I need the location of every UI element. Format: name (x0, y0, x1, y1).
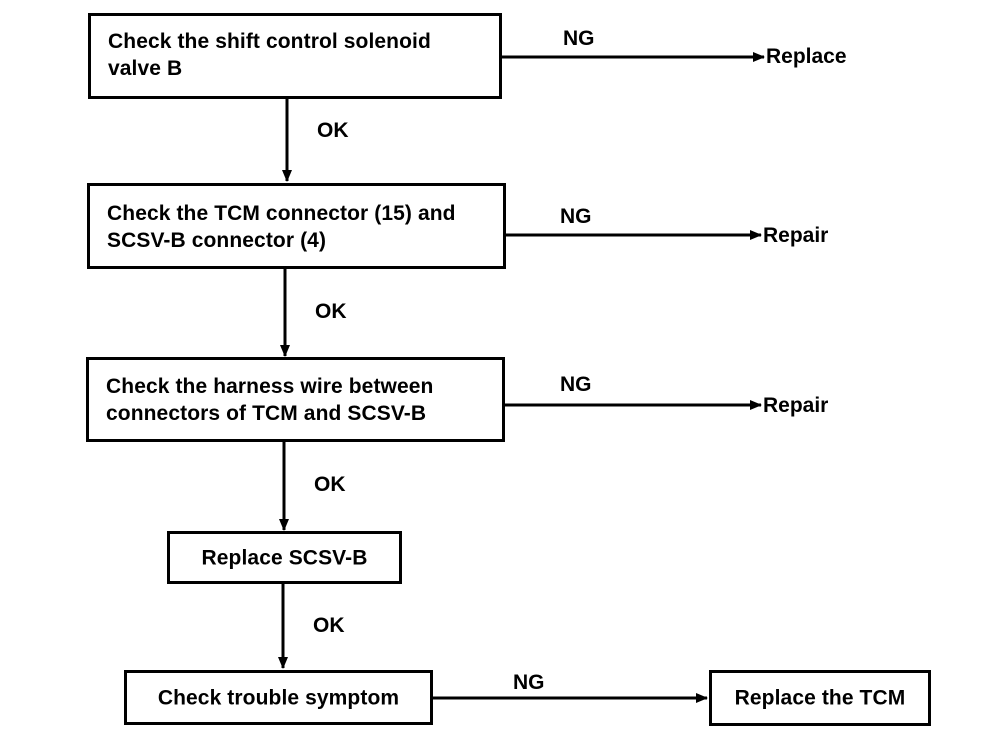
step-box-5: Check trouble symptom (124, 670, 433, 725)
step-box-3: Check the harness wire between connector… (86, 357, 505, 442)
step-box-4: Replace SCSV-B (167, 531, 402, 584)
outcome-1-label: Replace (766, 45, 847, 68)
ok-label-2: OK (315, 300, 347, 323)
step-4-text: Replace SCSV-B (201, 546, 368, 569)
ng-label-4: NG (513, 671, 545, 694)
outcome-2-label: Repair (763, 224, 829, 247)
step-3-line-1: Check the harness wire between (106, 375, 434, 398)
ng-label-1: NG (563, 27, 595, 50)
step-2-line-2: SCSV-B connector (4) (107, 229, 327, 252)
step-1-line-1: Check the shift control solenoid (108, 30, 431, 53)
ng-label-3: NG (560, 373, 592, 396)
step-box-1: Check the shift control solenoid valve B (88, 13, 502, 99)
ok-label-4: OK (313, 614, 345, 637)
outcome-box-4: Replace the TCM (709, 670, 931, 726)
step-5-text: Check trouble symptom (157, 686, 400, 709)
ok-label-3: OK (314, 473, 346, 496)
step-3-line-2: connectors of TCM and SCSV-B (106, 402, 427, 425)
ok-label-1: OK (317, 119, 349, 142)
ng-label-2: NG (560, 205, 592, 228)
step-box-2: Check the TCM connector (15) and SCSV-B … (87, 183, 506, 269)
outcome-4-text: Replace the TCM (734, 686, 906, 710)
step-2-line-1: Check the TCM connector (15) and (107, 202, 456, 225)
step-1-line-2: valve B (108, 57, 183, 80)
outcome-3-label: Repair (763, 394, 829, 417)
